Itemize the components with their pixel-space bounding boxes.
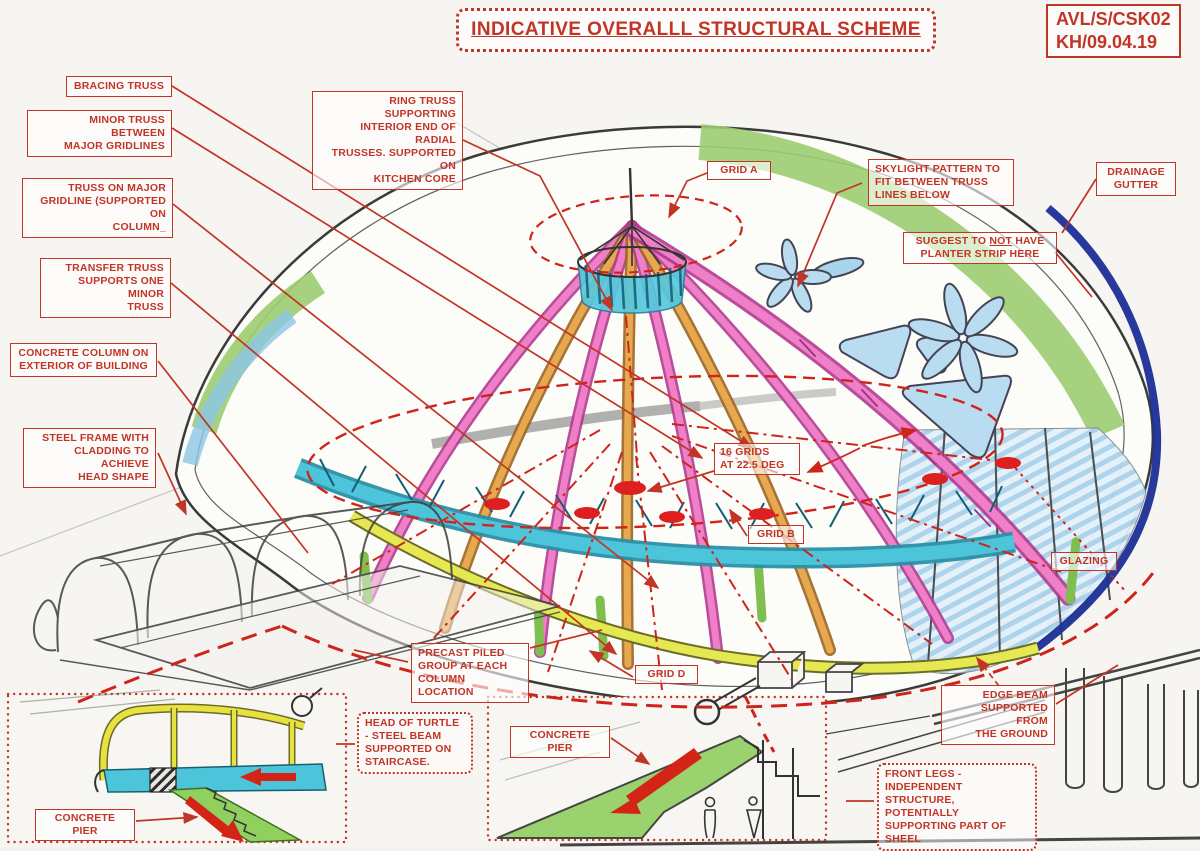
label-precast-piled: PRECAST PILED GROUP AT EACH COLUMN LOCAT…: [411, 643, 529, 703]
label-steel-frame: STEEL FRAME WITH CLADDING TO ACHIEVE HEA…: [23, 428, 156, 488]
suggest-not: NOT: [989, 235, 1013, 247]
label-grid-a: GRID A: [707, 161, 771, 180]
label-concrete-column: CONCRETE COLUMN ON EXTERIOR OF BUILDING: [10, 343, 157, 377]
leader-lines: [135, 85, 1119, 824]
label-ring-truss: RING TRUSS SUPPORTING INTERIOR END OF RA…: [312, 91, 463, 190]
suggest-line2: PLANTER STRIP HERE: [920, 248, 1040, 260]
label-transfer-truss: TRANSFER TRUSS SUPPORTS ONE MINOR TRUSS: [40, 258, 171, 318]
suggest-post: HAVE: [1012, 235, 1045, 247]
page-title: INDICATIVE OVERALLL STRUCTURAL SCHEME: [456, 8, 936, 52]
label-head-of-turtle: HEAD OF TURTLE - STEEL BEAM SUPPORTED ON…: [357, 712, 473, 774]
skylight-flower-large: [907, 282, 1019, 394]
inset-concrete-pier: [486, 677, 828, 842]
label-drainage-gutter: DRAINAGE GUTTER: [1096, 162, 1176, 196]
label-bracing-truss: BRACING TRUSS: [66, 76, 172, 97]
edge-beam-yellow: [348, 510, 1040, 675]
label-concrete-pier-mid: CONCRETE PIER: [510, 726, 610, 758]
front-legs-sketch: [931, 648, 1200, 793]
label-minor-truss: MINOR TRUSS BETWEEN MAJOR GRIDLINES: [27, 110, 172, 157]
doc-ref-code: AVL/S/CSK02: [1056, 9, 1171, 29]
label-grid-d: GRID D: [635, 665, 698, 684]
column-location-markers: [484, 457, 1021, 523]
label-concrete-pier-left: CONCRETE PIER: [35, 809, 135, 841]
drainage-gutter-strip: [1031, 204, 1162, 654]
label-edge-beam: EDGE BEAM SUPPORTED FROM THE GROUND: [941, 685, 1055, 745]
direction-arrow: [185, 768, 296, 842]
minor-truss-sketch: [431, 388, 837, 449]
suggest-pre: SUGGEST TO: [915, 235, 990, 247]
apex-cone: [579, 167, 685, 266]
direction-arrow: [610, 748, 702, 814]
label-glazing: GLAZING: [1051, 552, 1117, 571]
label-16-grids: 16 GRIDS AT 22.5 DEG: [714, 443, 800, 475]
skylights: [755, 238, 1019, 459]
ring-truss-web: [319, 458, 1003, 530]
label-grid-b: GRID B: [748, 525, 804, 544]
doc-ref-date: KH/09.04.19: [1056, 32, 1158, 52]
pedestrian-figures: [703, 796, 763, 839]
label-front-legs: FRONT LEGS - INDEPENDENT STRUCTURE, POTE…: [877, 763, 1037, 851]
label-skylight-pattern: SKYLIGHT PATTERN TO FIT BETWEEN TRUSS LI…: [868, 159, 1014, 206]
label-truss-major-gridline: TRUSS ON MAJOR GRIDLINE (SUPPORTED ON CO…: [22, 178, 173, 238]
ring-truss-cyan: [294, 458, 1016, 569]
neck-colonnade-sketch: [32, 500, 561, 691]
